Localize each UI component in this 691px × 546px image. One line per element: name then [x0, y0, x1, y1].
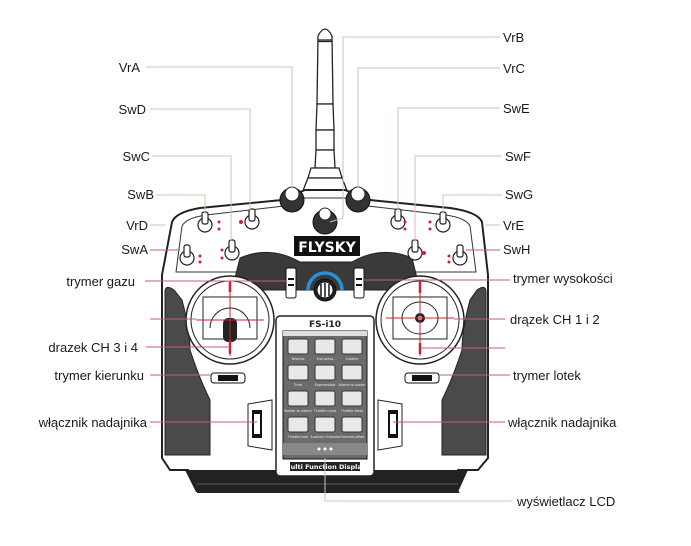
knob-vrc: [345, 186, 371, 213]
svg-text:Throttle hold: Throttle hold: [287, 435, 308, 439]
label-vra: VrA: [118, 60, 140, 75]
switch-swb: [197, 211, 213, 233]
aileron-trim: [404, 372, 440, 384]
power-switch-left: [247, 399, 273, 451]
power-switch-right: [377, 399, 403, 451]
svg-text:Subtrim: Subtrim: [346, 357, 359, 361]
label-swh: SwH: [503, 242, 531, 257]
label-swg: SwG: [505, 187, 534, 202]
label-swf: SwF: [505, 149, 531, 164]
svg-text:Trims: Trims: [293, 383, 303, 387]
lcd-icon: Rudder to aileron: [284, 390, 312, 413]
lcd-icon: Exponentials: [314, 364, 336, 387]
lcd-icon: Auxiliary channels: [310, 416, 340, 439]
label-rudder-trim: trymer kierunku: [54, 368, 144, 383]
svg-text:End points: End points: [317, 357, 334, 361]
brand-plate: FLYSKY: [294, 236, 360, 256]
label-swd: SwD: [118, 102, 146, 117]
svg-text:Aileron to rudder: Aileron to rudder: [339, 383, 367, 387]
lcd-icon: Reverse: [287, 338, 309, 361]
lcd-icon: Aileron to rudder: [339, 364, 367, 387]
leader-line-vrc: [357, 67, 500, 188]
switch-position-markers: [198, 220, 451, 264]
label-swe: SwE: [503, 101, 530, 116]
lcd-icon: Trims: [287, 364, 309, 387]
leader-line-vrb: [329, 36, 500, 223]
left-stick-gimbal: [185, 275, 275, 365]
switch-swa: [179, 244, 195, 266]
leader-line-vra: [146, 66, 293, 188]
label-stick-ch34: drazek CH 3 i 4: [48, 340, 138, 355]
label-vrb: VrB: [503, 30, 525, 45]
lcd-icon: Channels offset: [340, 416, 366, 439]
label-throttle-trim: trymer gazu: [66, 274, 135, 289]
label-stick-ch12: drązek CH 1 i 2: [510, 312, 600, 327]
lcd-icon: Throttle hold: [287, 416, 309, 439]
leader-line-swg: [442, 194, 502, 214]
label-vre: VrE: [503, 218, 525, 233]
brand-logo: FLYSKY: [298, 240, 356, 256]
switch-swe: [390, 208, 406, 230]
elevator-trim: [353, 267, 365, 299]
label-swc: SwC: [122, 149, 150, 164]
label-power-switch-left: włącznik nadajnika: [38, 415, 147, 430]
label-swa: SwA: [121, 242, 148, 257]
switch-swh: [452, 244, 468, 266]
lcd-icon: Throttle curve: [313, 390, 336, 413]
svg-text:Rudder to aileron: Rudder to aileron: [284, 409, 312, 413]
svg-text:Exponentials: Exponentials: [315, 383, 336, 387]
rudder-trim: [210, 372, 246, 384]
knob-vrb: [312, 207, 338, 235]
leader-lines: [145, 36, 512, 502]
switch-swc: [224, 239, 240, 261]
leader-line-swe: [397, 107, 500, 212]
lcd-icon: Subtrim: [341, 338, 363, 361]
model-name: FS-i10: [309, 320, 341, 330]
lcd-icon: End points: [314, 338, 336, 361]
antenna: [299, 28, 351, 199]
svg-text:Reverse: Reverse: [292, 357, 305, 361]
leader-line-swb: [156, 194, 206, 214]
label-vrd: VrD: [126, 218, 148, 233]
svg-text:Channels offset: Channels offset: [340, 435, 366, 439]
svg-text:Throttle curve: Throttle curve: [313, 409, 336, 413]
label-aileron-trim: trymer lotek: [513, 368, 581, 383]
svg-text:Auxiliary channels: Auxiliary channels: [310, 435, 340, 439]
label-lcd-display: wyświetlacz LCD: [517, 494, 616, 509]
center-dial: [306, 271, 344, 302]
leader-line-swf: [414, 155, 502, 242]
leader-line-swd: [150, 108, 251, 212]
svg-text:Throttle delay: Throttle delay: [340, 409, 363, 413]
switch-swg: [435, 211, 451, 233]
leader-line-lcd-display: [324, 458, 512, 502]
throttle-trim: [285, 267, 297, 299]
right-stick-gimbal: [375, 275, 465, 365]
label-swb: SwB: [127, 187, 154, 202]
label-power-switch-right: włącznik nadajnika: [508, 415, 617, 430]
leader-line-swc: [152, 155, 232, 242]
toggle-switches: [179, 208, 468, 266]
label-vrc: VrC: [503, 61, 525, 76]
lcd-icon: Throttle delay: [340, 390, 363, 413]
label-elevator-trim: trymer wysokości: [513, 271, 613, 286]
switch-swf: [407, 239, 423, 261]
knob-vra: [279, 186, 305, 213]
